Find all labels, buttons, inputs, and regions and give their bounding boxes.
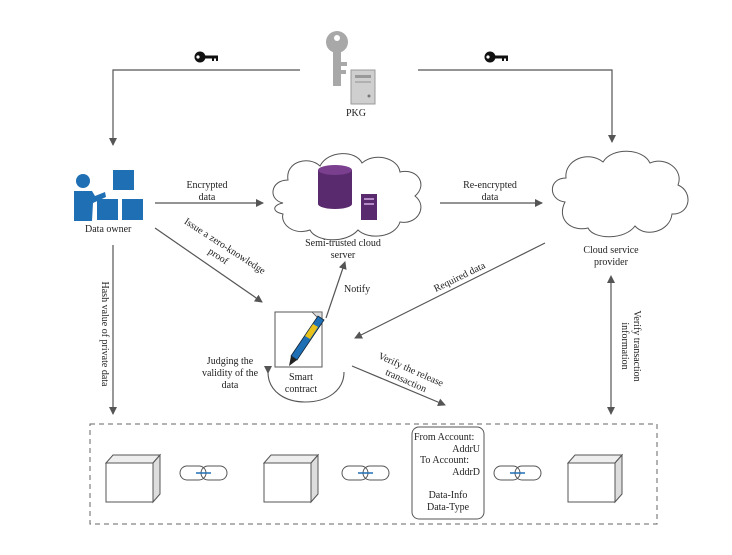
- smart-contract-label-line2: contract: [284, 384, 318, 395]
- block-4: [566, 453, 624, 504]
- encrypted-data-label-line1: Encrypted: [186, 180, 228, 191]
- pkg-key-icon: [326, 31, 348, 86]
- notify-label: Notify: [344, 284, 371, 295]
- transaction-text: From Account: AddrU To Account: AddrD Da…: [414, 432, 482, 513]
- to-account-value: AddrD: [452, 466, 480, 478]
- zk-proof-arrow: [154, 227, 263, 303]
- reencrypted-data-label-line2: data: [481, 192, 499, 203]
- block-1: [104, 453, 162, 504]
- to-account-label: To Account:: [420, 455, 470, 466]
- required-data-arrow: [354, 242, 546, 339]
- verify-transaction-label-line1: Verify transaction: [631, 310, 642, 382]
- pkg-to-owner-arrow: [109, 69, 300, 146]
- pkg-to-provider-arrow: [418, 69, 616, 143]
- key-icon-right: [484, 51, 508, 63]
- judging-label-line2: validity of the: [201, 368, 259, 379]
- cloud-provider-shape: [551, 150, 689, 238]
- cloud-provider-label: Cloud service provider: [575, 245, 647, 269]
- judging-label-line3: data: [221, 380, 239, 391]
- cloud-server-label-line2: server: [330, 250, 356, 261]
- encrypted-data-label-line2: data: [198, 192, 216, 203]
- chain-link-1: [179, 465, 228, 481]
- chain-link-3: [493, 465, 542, 481]
- verify-transaction-label-line2: information: [619, 322, 630, 370]
- judging-loop-head: [264, 366, 272, 374]
- reencrypted-data-label-line1: Re-encrypted: [463, 180, 517, 191]
- data-owner-label: Data owner: [85, 224, 132, 235]
- pkg-label: PKG: [346, 108, 367, 119]
- hash-value-label: Hash value of private data: [99, 281, 110, 387]
- smart-contract-label: Smart contract: [279, 372, 323, 396]
- notify-arrow: [325, 261, 347, 319]
- database-icon: [318, 165, 352, 209]
- data-owner-icon: [74, 170, 143, 221]
- smart-contract-label-line1: Smart: [289, 372, 313, 383]
- cloud-server-icon: [361, 194, 377, 220]
- transaction-block: [411, 426, 485, 520]
- key-icon-left: [194, 51, 218, 63]
- judging-label-line1: Judging the: [206, 356, 254, 367]
- cloud-provider-label-line1: Cloud service: [583, 245, 639, 256]
- judging-label: Judging the validity of the data: [198, 356, 262, 392]
- block-2: [262, 453, 320, 504]
- cloud-server-label: Semi-trusted cloud server: [303, 238, 383, 262]
- blockchain-frame: [89, 423, 658, 525]
- cloud-provider-label-line2: provider: [594, 257, 628, 268]
- from-account-label: From Account:: [414, 432, 475, 443]
- cloud-server-label-line1: Semi-trusted cloud: [305, 238, 381, 249]
- verify-release-arrow: [351, 365, 446, 406]
- reencrypted-data-label: Re-encrypted data: [455, 180, 525, 204]
- data-type-label: Data-Type: [426, 501, 470, 513]
- smart-contract-icon: [274, 311, 325, 368]
- from-account-value: AddrU: [452, 443, 480, 455]
- chain-link-2: [341, 465, 390, 481]
- data-info-label: Data-Info: [428, 490, 468, 501]
- encrypted-data-label: Encrypted data: [178, 180, 236, 204]
- pkg-server-icon: [350, 69, 376, 105]
- judging-loop-arrow: [267, 371, 345, 403]
- verify-transaction-label: Verify transaction information: [618, 296, 642, 396]
